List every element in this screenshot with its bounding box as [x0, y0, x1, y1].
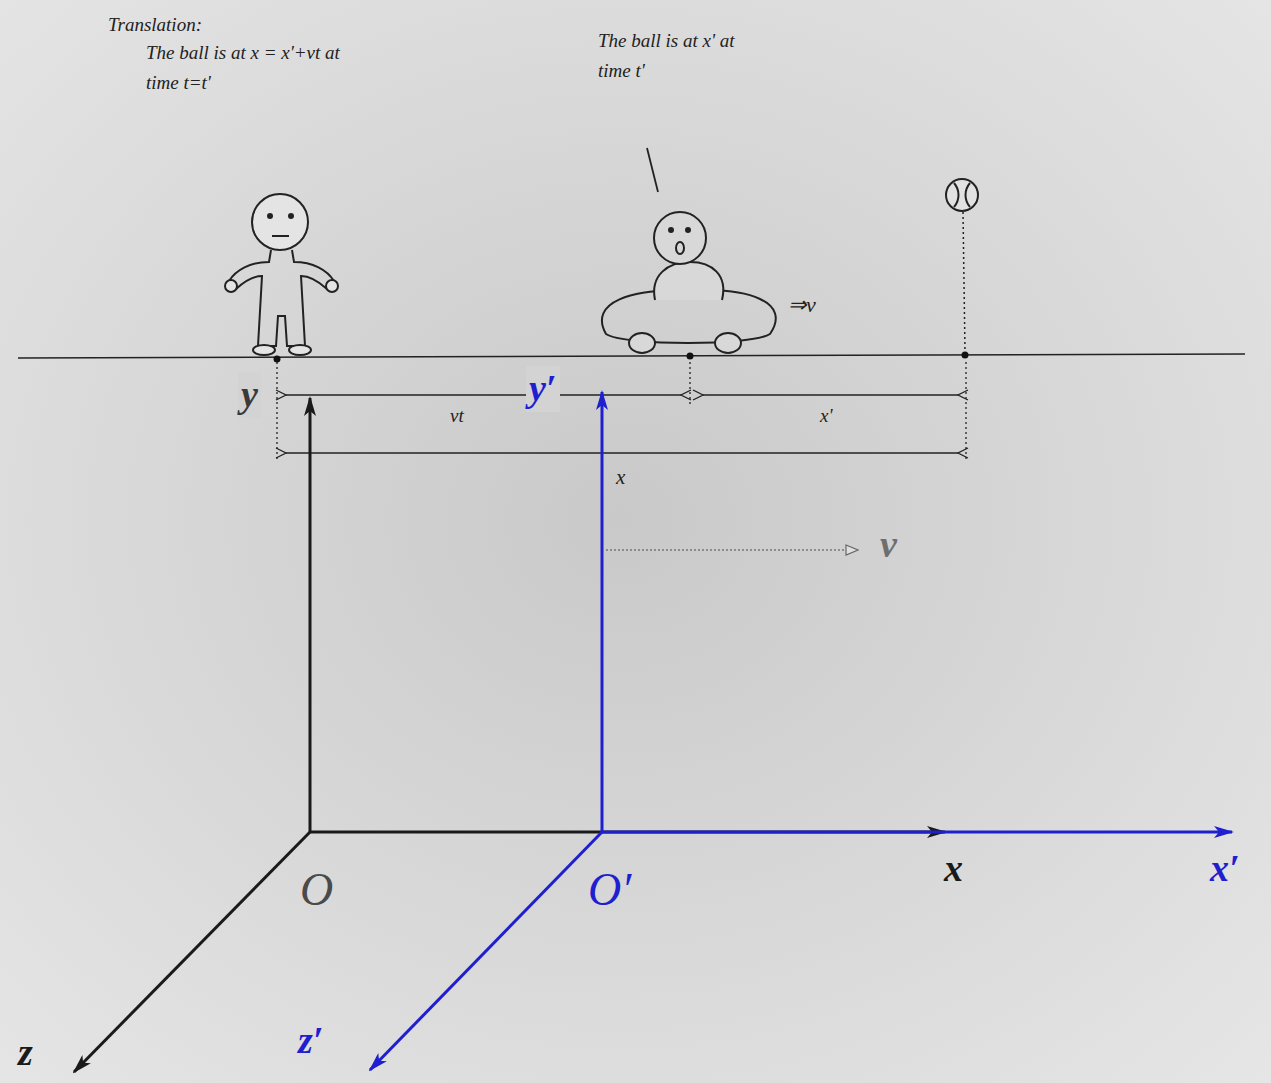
axis-label: z	[18, 1030, 33, 1076]
moving-frame-axes	[370, 392, 1232, 1070]
ball-drop-line	[963, 212, 965, 352]
ball	[946, 179, 978, 211]
axis-label: z′	[298, 1018, 323, 1064]
observer-note: The ball is at x = x'+vt at time t=t'	[146, 38, 368, 99]
origin-label: O′	[588, 862, 631, 917]
axis-label: x′	[1210, 846, 1240, 892]
origin-label: O	[300, 862, 333, 917]
dimension-lines	[277, 362, 966, 462]
speech-line	[647, 148, 658, 192]
dimension-label: x	[616, 465, 625, 490]
car-dot	[687, 353, 694, 360]
ball-dot	[962, 352, 969, 359]
velocity-note: ⇒v	[788, 292, 816, 318]
car-with-driver	[602, 212, 776, 353]
axis-label: y′	[526, 366, 560, 412]
driver-note: The ball is at x' at time t'	[598, 26, 768, 87]
frame-axes	[74, 398, 945, 1072]
axis-label: x	[944, 846, 963, 892]
dimension-label: vt	[450, 405, 464, 428]
heading-note: Translation:	[108, 14, 202, 37]
axis-label: y	[238, 372, 261, 418]
standing-person	[225, 194, 338, 355]
origin-dot	[274, 356, 281, 363]
velocity-arrow	[606, 549, 858, 550]
dimension-label: x'	[820, 405, 833, 428]
velocity-label: v	[880, 522, 897, 568]
ground-line	[18, 354, 1245, 358]
